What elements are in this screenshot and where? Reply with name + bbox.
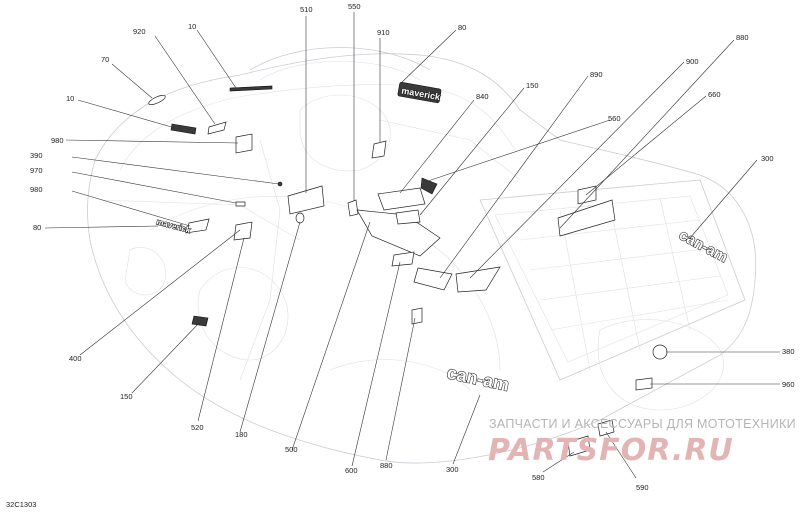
callout-300-side: 300 [446, 465, 459, 474]
logo-300-side: can-am [445, 362, 511, 395]
callout-510: 510 [300, 5, 313, 14]
decal-890 [413, 267, 453, 291]
decal-520 [233, 221, 253, 241]
callout-980-left: 980 [30, 185, 43, 194]
decal-10-left [170, 123, 197, 135]
decal-180 [295, 212, 305, 224]
callout-10-top: 10 [188, 22, 196, 31]
decal-600 [391, 251, 415, 267]
callout-880-low: 880 [380, 461, 393, 470]
decal-880-low [411, 307, 423, 325]
callout-70: 70 [101, 55, 109, 64]
callout-660: 660 [708, 90, 721, 99]
decal-550 [347, 199, 359, 217]
callout-590: 590 [636, 483, 649, 492]
callout-890: 890 [590, 70, 603, 79]
decal-880-top [557, 199, 616, 237]
logo-decal-80-top [397, 82, 442, 104]
callout-980-top: 980 [51, 136, 64, 145]
callout-180: 180 [235, 430, 248, 439]
logo-300-rear: can-am [676, 227, 730, 267]
callout-560: 560 [608, 114, 621, 123]
decal-980-top [235, 133, 253, 154]
callout-300-rear: 300 [761, 154, 774, 163]
decal-shapes [148, 85, 668, 457]
watermark: ЗАПЧАСТИ И АКСЕССУАРЫ ДЛЯ МОТОТЕХНИКИ PA… [488, 417, 796, 468]
callout-840: 840 [476, 92, 489, 101]
callout-labels: 510 550 910 80 920 10 70 10 980 390 970 … [30, 2, 795, 492]
decal-840 [377, 187, 426, 211]
decal-960 [635, 377, 653, 391]
vehicle-ghost-outline [87, 47, 757, 464]
callout-500: 500 [285, 445, 298, 454]
decal-900 [455, 266, 501, 293]
decal-10-top [229, 85, 273, 92]
decal-920 [207, 121, 227, 135]
figure-code: 32C1303 [6, 500, 36, 509]
callout-600: 600 [345, 466, 358, 475]
callout-910: 910 [377, 28, 390, 37]
callout-880-top: 880 [736, 33, 749, 42]
leader-lines [44, 12, 780, 479]
callout-580: 580 [532, 473, 545, 482]
decal-910 [371, 140, 387, 159]
decal-150-mid [395, 209, 421, 225]
callout-390: 390 [30, 151, 43, 160]
callout-80-side: 80 [33, 223, 41, 232]
decal-590 [597, 419, 615, 437]
watermark-logo: PARTSFOR.RU [488, 433, 734, 468]
callout-400: 400 [69, 354, 82, 363]
decal-150-low [191, 315, 209, 327]
callout-520: 520 [191, 423, 204, 432]
callout-900: 900 [686, 57, 699, 66]
watermark-tagline: ЗАПЧАСТИ И АКСЕССУАРЫ ДЛЯ МОТОТЕХНИКИ [489, 417, 796, 431]
callout-960: 960 [782, 380, 795, 389]
callout-920: 920 [133, 27, 146, 36]
callout-380: 380 [782, 347, 795, 356]
callout-550: 550 [348, 2, 361, 11]
callout-80-top: 80 [458, 23, 466, 32]
callout-970: 970 [30, 166, 43, 175]
callout-150-low: 150 [120, 392, 133, 401]
decal-980-left [185, 218, 210, 234]
decal-510 [287, 185, 325, 215]
decal-380 [652, 344, 668, 360]
decal-970 [235, 201, 246, 207]
decal-70 [148, 94, 166, 106]
callout-10-left: 10 [66, 94, 74, 103]
decal-580 [567, 435, 591, 457]
logo-80-side: maverick [155, 217, 191, 235]
callout-150-top: 150 [526, 81, 539, 90]
